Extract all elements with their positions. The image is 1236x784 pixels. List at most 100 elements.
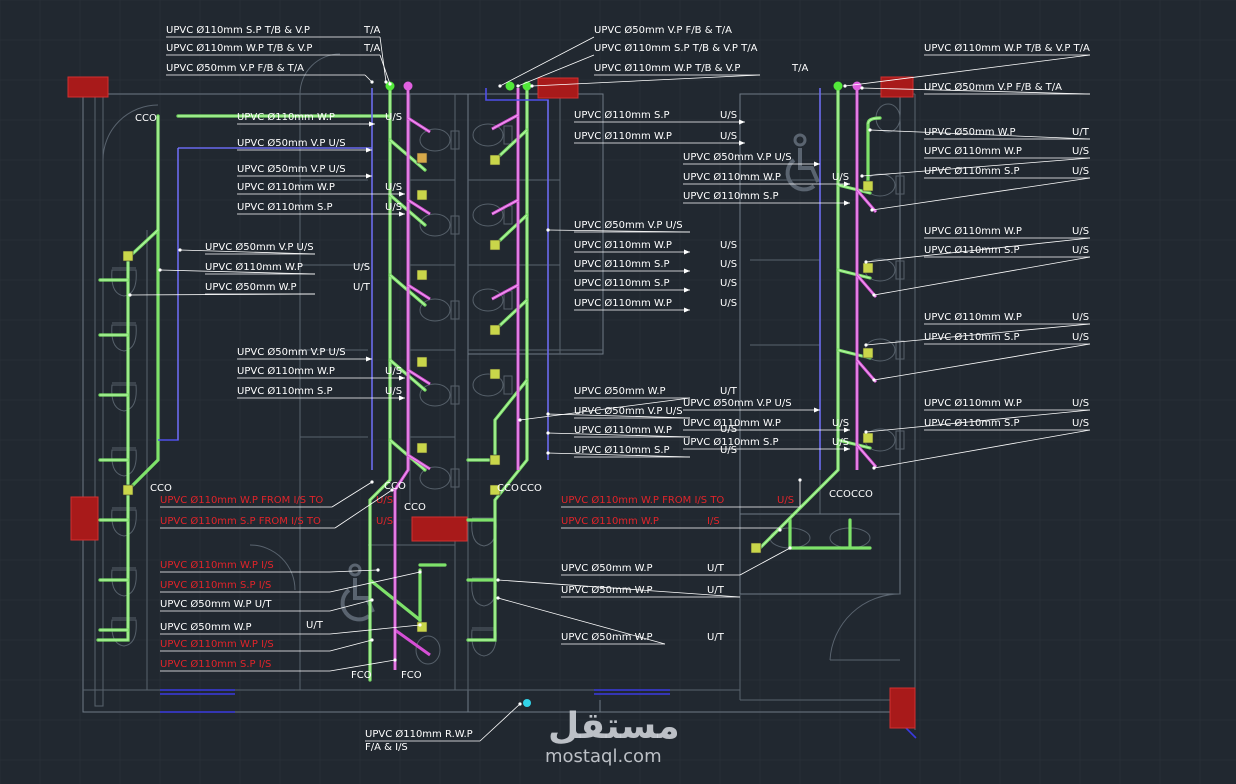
pipe-label-l1: UPVC Ø110mm S.P T/B & V.P T/A (166, 24, 388, 84)
us-tag: U/S (720, 445, 737, 456)
pipe-label-text: UPVC Ø50mm V.P U/S (574, 219, 683, 231)
pipe-label-r13: UPVC Ø50mm V.P U/S (683, 397, 820, 413)
pipe-label-tag: U/S (385, 386, 402, 397)
sanitary-fixtures (111, 103, 905, 665)
pipe-label-text: UPVC Ø50mm V.P U/S (237, 346, 346, 358)
pipe-label-text: UPVC Ø110mm W.P (237, 181, 335, 193)
pipe-label-m2: UPVC Ø110mm S.P T/B & V.P T/A (516, 42, 758, 88)
pipe-label-text: UPVC Ø110mm S.P (924, 165, 1020, 177)
pipe-label-tag: U/S (777, 495, 794, 506)
pipe-label-text: UPVC Ø110mm W.P (924, 145, 1022, 157)
pipe-label-l20: UPVC Ø50mm W.P (160, 621, 422, 635)
floor-trap (122, 484, 134, 496)
pipe-label-text: UPVC Ø110mm S.P T/B & V.P (166, 24, 310, 36)
cco-tag: CCO (851, 489, 873, 500)
fco-tag: FCO (401, 670, 422, 681)
pipe-label-text: UPVC Ø110mm W.P FROM I/S TO (561, 494, 724, 506)
middle-stalls-outline (467, 93, 604, 355)
rain-water-outlet (523, 699, 531, 707)
urinal-fixture (111, 447, 137, 477)
pipe-label-tag: U/T (707, 632, 725, 643)
pipe-label-l12: UPVC Ø50mm V.P U/S (237, 346, 372, 362)
pipe-label-tag: U/T (707, 585, 725, 596)
floor-trap (489, 484, 501, 496)
floor-trap (489, 239, 501, 251)
pipe-label-text: UPVC Ø110mm S.P (683, 190, 779, 202)
pipe-label-l18: UPVC Ø110mm S.P I/S (160, 570, 422, 593)
pipe-label-text: UPVC Ø50mm V.P F/B & T/A (924, 81, 1062, 93)
urinal-fixture (471, 627, 497, 657)
water-riser-head (385, 81, 395, 91)
floor-trap (416, 189, 428, 201)
pipe-label-tag: U/T (353, 282, 371, 293)
cco-tag: CCO (520, 483, 542, 494)
pipe-label-text: UPVC Ø110mm S.P (683, 436, 779, 448)
pipe-label-tag: U/S (1072, 166, 1089, 177)
pipe-label-text: UPVC Ø50mm W.P U/T (160, 598, 272, 610)
pipe-label-text: UPVC Ø110mm W.P I/S (160, 559, 274, 571)
pipe-label-r8: UPVC Ø110mm S.P U/S (870, 165, 1091, 212)
pipe-label-text: UPVC Ø50mm V.P U/S (237, 137, 346, 149)
pipe-label-text: UPVC Ø110mm W.P (574, 297, 672, 309)
pipe-label-text: UPVC Ø110mm W.P (237, 365, 335, 377)
floor-trap (416, 269, 428, 281)
pipe-label-text: UPVC Ø50mm V.P U/S (574, 405, 683, 417)
shaft-hatch-3 (880, 76, 914, 98)
water-riser-head (833, 81, 843, 91)
pipe-label-text: UPVC Ø50mm V.P U/S (205, 241, 314, 253)
pipe-label-text: UPVC Ø110mm S.P T/B & V.P T/A (594, 42, 758, 54)
pipe-label-text: UPVC Ø50mm V.P F/B & T/A (166, 62, 304, 74)
pipe-label-text: UPVC Ø110mm S.P (924, 244, 1020, 256)
pipe-label-l3: UPVC Ø50mm V.P F/B & T/A (166, 62, 374, 84)
floor-trap (750, 542, 762, 554)
pipe-label-l6: UPVC Ø50mm V.P U/S (237, 163, 372, 179)
urinal-fixture (111, 567, 137, 597)
us-tag: U/S (720, 424, 737, 435)
pipe-label-tag: U/S (1072, 226, 1089, 237)
floor-trap (416, 152, 428, 164)
pipe-label-text: UPVC Ø50mm V.P U/S (237, 163, 346, 175)
wc-fixture (419, 298, 460, 322)
shaft-hatch-4 (70, 496, 99, 541)
pipe-label-m1: UPVC Ø50mm V.P F/B & T/A (498, 24, 732, 88)
pipe-label-text: UPVC Ø50mm W.P (924, 126, 1016, 138)
pipe-label-tag: T/A (363, 25, 380, 36)
pipe-label-text: UPVC Ø110mm S.P (574, 277, 670, 289)
pipe-label-tag: U/S (720, 131, 737, 142)
pipe-label-text: UPVC Ø110mm W.P (574, 424, 672, 436)
pipe-label-tag: U/S (832, 437, 849, 448)
accessible-wc (415, 635, 441, 665)
pipe-label-tag: U/S (353, 262, 370, 273)
pipe-label-l19: UPVC Ø50mm W.P U/T (160, 598, 374, 612)
pipe-label-text: UPVC Ø110mm W.P (561, 515, 659, 527)
pipe-label-l22: UPVC Ø110mm S.P I/S (160, 658, 397, 672)
pipe-label-r1: UPVC Ø110mm W.P T/B & V.P T/A (843, 42, 1091, 88)
pipe-label-tag: U/S (376, 495, 393, 506)
pipe-label-r3: UPVC Ø50mm V.P U/S (683, 151, 820, 167)
pipe-label-tag: U/T (707, 563, 725, 574)
floor-trap (489, 324, 501, 336)
watermark-logo-text: مستقل (548, 706, 680, 747)
pipe-label-text: UPVC Ø50mm W.P (160, 621, 252, 633)
water-riser-head (505, 81, 515, 91)
pipe-label-text: UPVC Ø50mm V.P U/S (683, 151, 792, 163)
pipe-label-tag: U/S (720, 110, 737, 121)
pipe-label-tag: U/S (1072, 332, 1089, 343)
pipe-label-text: UPVC Ø50mm V.P U/S (683, 397, 792, 409)
pipe-label-text: UPVC Ø110mm W.P (924, 397, 1022, 409)
cco-tag: CCO (150, 483, 172, 494)
urinal-fixture (111, 382, 137, 412)
pipe-label-text: UPVC Ø110mm S.P (924, 417, 1020, 429)
pipe-label-text: UPVC Ø110mm S.P (924, 331, 1020, 343)
